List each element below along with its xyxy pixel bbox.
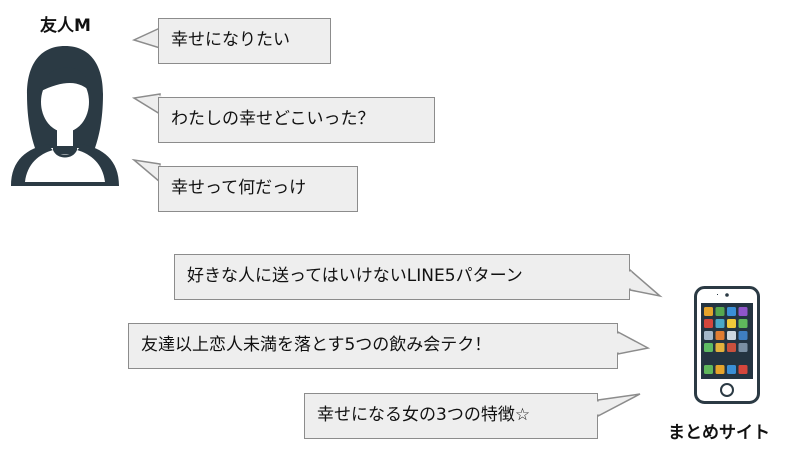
site-bubble-2-tail (616, 330, 651, 355)
woman-avatar-icon (11, 46, 119, 186)
site-label: まとめサイト (668, 423, 770, 443)
friend-message-1: 幸せになりたい (158, 18, 331, 64)
friend-label: 友人M (40, 16, 91, 36)
site-message-3: 幸せになる女の3つの特徴☆ (304, 393, 598, 439)
site-bubble-3-tail (596, 393, 641, 418)
smartphone-icon (694, 286, 760, 404)
site-bubble-1-tail (628, 268, 663, 298)
friend-message-2: わたしの幸せどこいった？ (158, 97, 435, 143)
friend-message-3: 幸せって何だっけ (158, 166, 358, 212)
site-message-2: 友達以上恋人未満を落とす5つの飲み会テク！ (128, 323, 618, 369)
site-message-1: 好きな人に送ってはいけないLINE5パターン (174, 254, 630, 300)
